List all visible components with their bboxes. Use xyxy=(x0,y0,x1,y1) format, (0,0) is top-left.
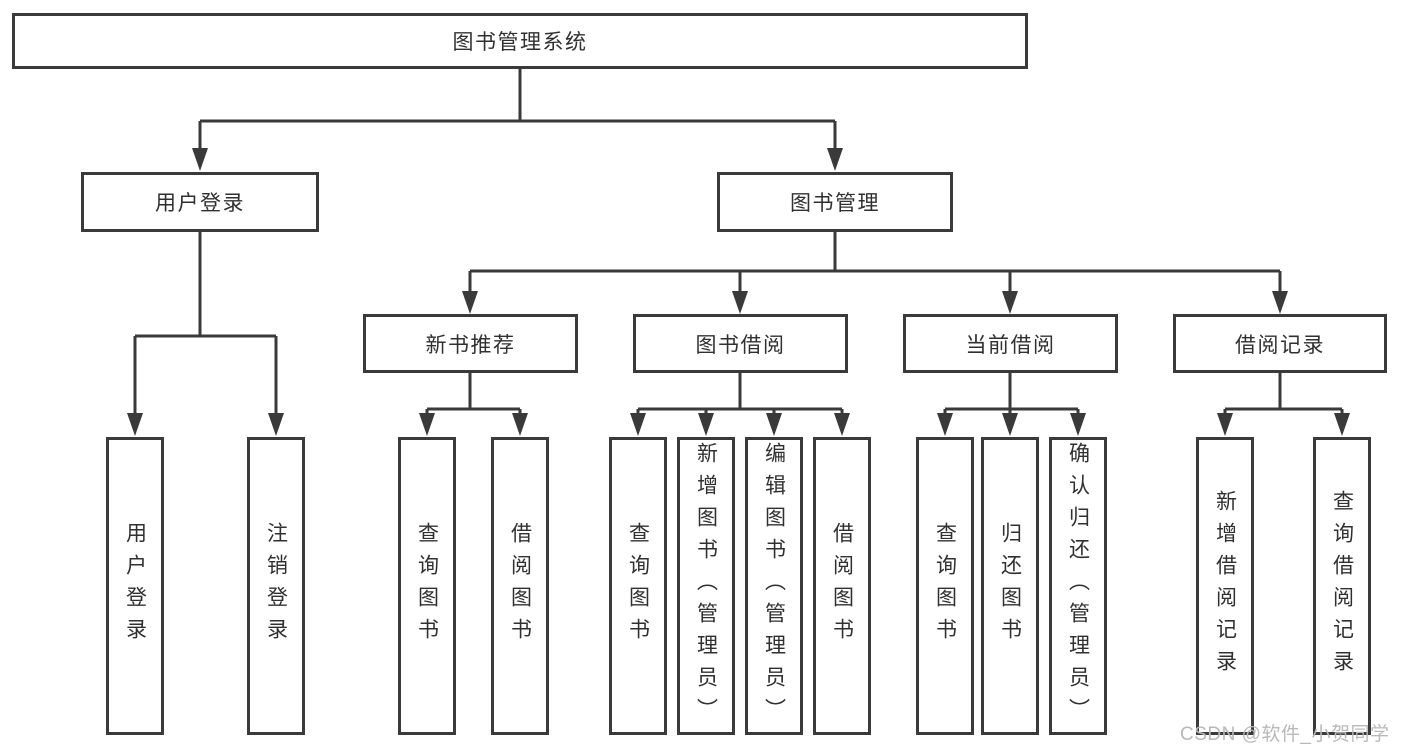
node-label: 当前借阅 xyxy=(965,333,1056,357)
leaf-user-login: 用户登录 xyxy=(106,437,164,735)
arrow-down-icon xyxy=(127,413,143,436)
arrow-down-icon xyxy=(1002,291,1018,314)
node-label: 新书推荐 xyxy=(425,333,516,357)
node-label: 归还图书 xyxy=(998,522,1022,650)
leaf-borrowing-borrow-books: 借阅图书 xyxy=(813,437,871,735)
connector-group-root xyxy=(198,69,837,150)
arrow-down-icon xyxy=(1070,413,1086,436)
leaf-current-return-books: 归还图书 xyxy=(981,437,1039,735)
node-label: 查询借阅记录 xyxy=(1330,490,1354,682)
arrow-down-icon xyxy=(1217,413,1233,436)
arrow-down-icon xyxy=(192,148,208,171)
arrow-down-icon xyxy=(834,413,850,436)
arrow-down-icon xyxy=(766,413,782,436)
leaf-borrowing-add-books-admin: 新增图书（管理员） xyxy=(677,437,735,735)
node-label: 图书借阅 xyxy=(695,333,786,357)
node-label: 图书管理 xyxy=(790,192,880,215)
leaf-records-add-borrow-record: 新增借阅记录 xyxy=(1196,437,1254,735)
arrow-down-icon xyxy=(1272,291,1288,314)
node-label: 查询图书 xyxy=(933,522,957,650)
node-new-book-recommend: 新书推荐 xyxy=(363,314,578,373)
node-label: 借阅记录 xyxy=(1235,333,1325,357)
arrow-down-icon xyxy=(419,413,435,436)
node-label: 确认归还（管理员） xyxy=(1066,442,1090,730)
leaf-current-confirm-return-admin: 确认归还（管理员） xyxy=(1049,437,1107,735)
node-book-borrowing: 图书借阅 xyxy=(633,314,848,373)
arrow-down-icon xyxy=(827,148,843,171)
node-label: 注销登录 xyxy=(264,522,288,650)
node-label: 编辑图书（管理员） xyxy=(762,442,786,730)
leaf-recommend-borrow-books: 借阅图书 xyxy=(491,437,549,735)
arrow-down-icon xyxy=(268,413,284,436)
connector-group-new-book-recommend xyxy=(425,373,522,415)
node-book-management: 图书管理 xyxy=(717,172,953,232)
node-borrowing-records: 借阅记录 xyxy=(1173,314,1387,373)
node-label: 新增借阅记录 xyxy=(1213,490,1237,682)
arrow-down-icon xyxy=(698,413,714,436)
leaf-recommend-query-books: 查询图书 xyxy=(398,437,456,735)
connector-group-borrowing-records xyxy=(1223,373,1344,415)
arrow-down-icon xyxy=(512,413,528,436)
arrow-down-icon xyxy=(937,413,953,436)
leaf-records-query-borrow-record: 查询借阅记录 xyxy=(1313,437,1371,735)
arrow-down-icon xyxy=(462,291,478,314)
node-user-login: 用户登录 xyxy=(81,172,319,232)
arrow-down-icon xyxy=(1002,413,1018,436)
csdn-watermark: CSDN @软件_小贺同学 xyxy=(1180,724,1390,745)
node-label: 查询图书 xyxy=(415,522,439,650)
leaf-borrowing-edit-books-admin: 编辑图书（管理员） xyxy=(745,437,803,735)
arrow-down-icon xyxy=(1334,413,1350,436)
leaf-current-query-books: 查询图书 xyxy=(916,437,974,735)
connector-group-user-login xyxy=(133,232,278,415)
connector-group-book-management xyxy=(468,232,1282,293)
arrow-down-icon xyxy=(630,413,646,436)
node-current-borrowing: 当前借阅 xyxy=(903,314,1118,373)
node-label: 借阅图书 xyxy=(508,522,532,650)
node-label: 查询图书 xyxy=(626,522,650,650)
node-root: 图书管理系统 xyxy=(12,13,1028,69)
node-label: 用户登录 xyxy=(155,192,245,215)
leaf-logout-login: 注销登录 xyxy=(247,437,305,735)
node-label: 借阅图书 xyxy=(830,522,854,650)
node-label: 图书管理系统 xyxy=(452,31,588,54)
node-label: 用户登录 xyxy=(123,522,147,650)
arrow-down-icon xyxy=(732,291,748,314)
leaf-borrowing-query-books: 查询图书 xyxy=(609,437,667,735)
connector-group-book-borrowing xyxy=(636,373,844,415)
node-label: 新增图书（管理员） xyxy=(694,442,718,730)
connector-group-current-borrowing xyxy=(943,373,1080,415)
